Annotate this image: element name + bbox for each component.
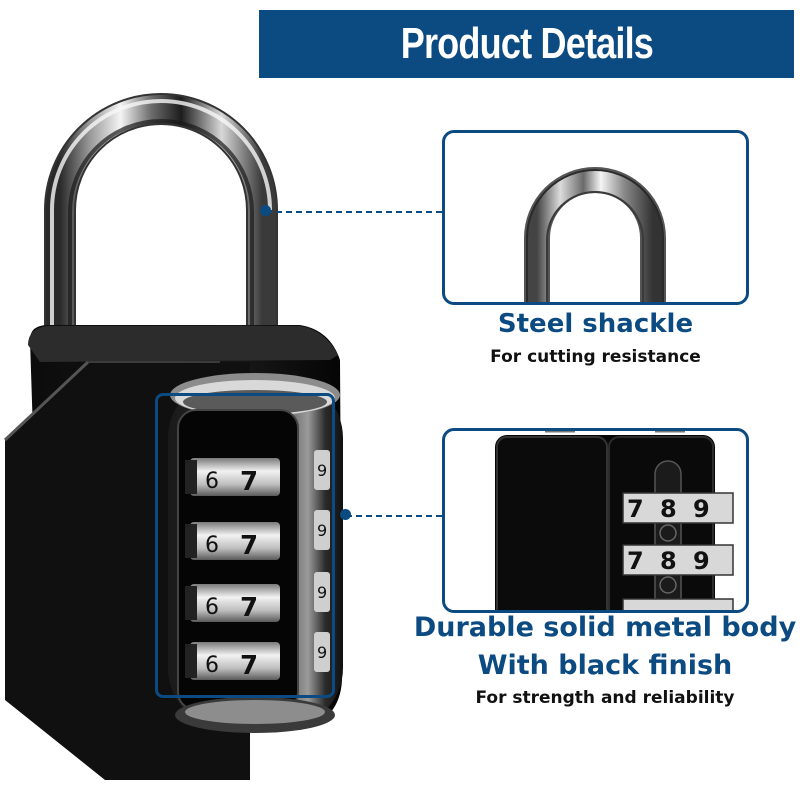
page-title: Product Details xyxy=(400,19,653,68)
svg-text:6: 6 xyxy=(205,595,219,620)
svg-text:9: 9 xyxy=(317,461,327,480)
header-banner: Product Details xyxy=(259,10,794,78)
svg-text:6: 6 xyxy=(205,653,219,678)
svg-text:8: 8 xyxy=(660,495,677,523)
svg-text:9: 9 xyxy=(317,583,327,602)
dial-row-4: 6 7 xyxy=(185,642,280,681)
dial-row-1: 6 7 xyxy=(185,458,280,497)
body-callout-dot xyxy=(340,509,351,520)
dial-row-3: 6 7 xyxy=(185,584,280,623)
svg-text:7: 7 xyxy=(240,531,258,561)
shackle-closeup-image xyxy=(524,167,666,302)
body-callout-line xyxy=(346,515,442,517)
body-feature-title-line2: With black finish xyxy=(477,650,733,681)
shackle-callout-dot xyxy=(260,205,271,216)
svg-text:6: 6 xyxy=(205,469,219,494)
svg-text:7: 7 xyxy=(240,651,258,681)
dial-row-2: 6 7 xyxy=(185,522,280,561)
svg-text:7: 7 xyxy=(240,593,258,623)
svg-text:7: 7 xyxy=(240,467,258,497)
svg-text:9: 9 xyxy=(693,495,710,523)
svg-text:7: 7 xyxy=(627,495,644,523)
svg-text:6: 6 xyxy=(205,533,219,558)
shackle-feature-title: Steel shackle xyxy=(497,309,694,339)
dial-highlight-frame xyxy=(155,393,335,698)
svg-text:9: 9 xyxy=(317,521,327,540)
svg-text:9: 9 xyxy=(693,547,710,575)
shackle-feature-subtitle: For cutting resistance xyxy=(490,347,701,367)
shackle-detail-panel xyxy=(442,130,749,305)
padlock-image: 6 7 6 7 6 7 6 7 9 9 9 9 xyxy=(3,93,343,780)
svg-text:7: 7 xyxy=(627,547,644,575)
svg-text:9: 9 xyxy=(317,643,327,662)
body-feature-subtitle: For strength and reliability xyxy=(475,688,735,708)
svg-text:8: 8 xyxy=(660,547,677,575)
shackle-callout-line xyxy=(266,211,442,213)
body-feature-title-line1: Durable solid metal body xyxy=(413,612,797,643)
